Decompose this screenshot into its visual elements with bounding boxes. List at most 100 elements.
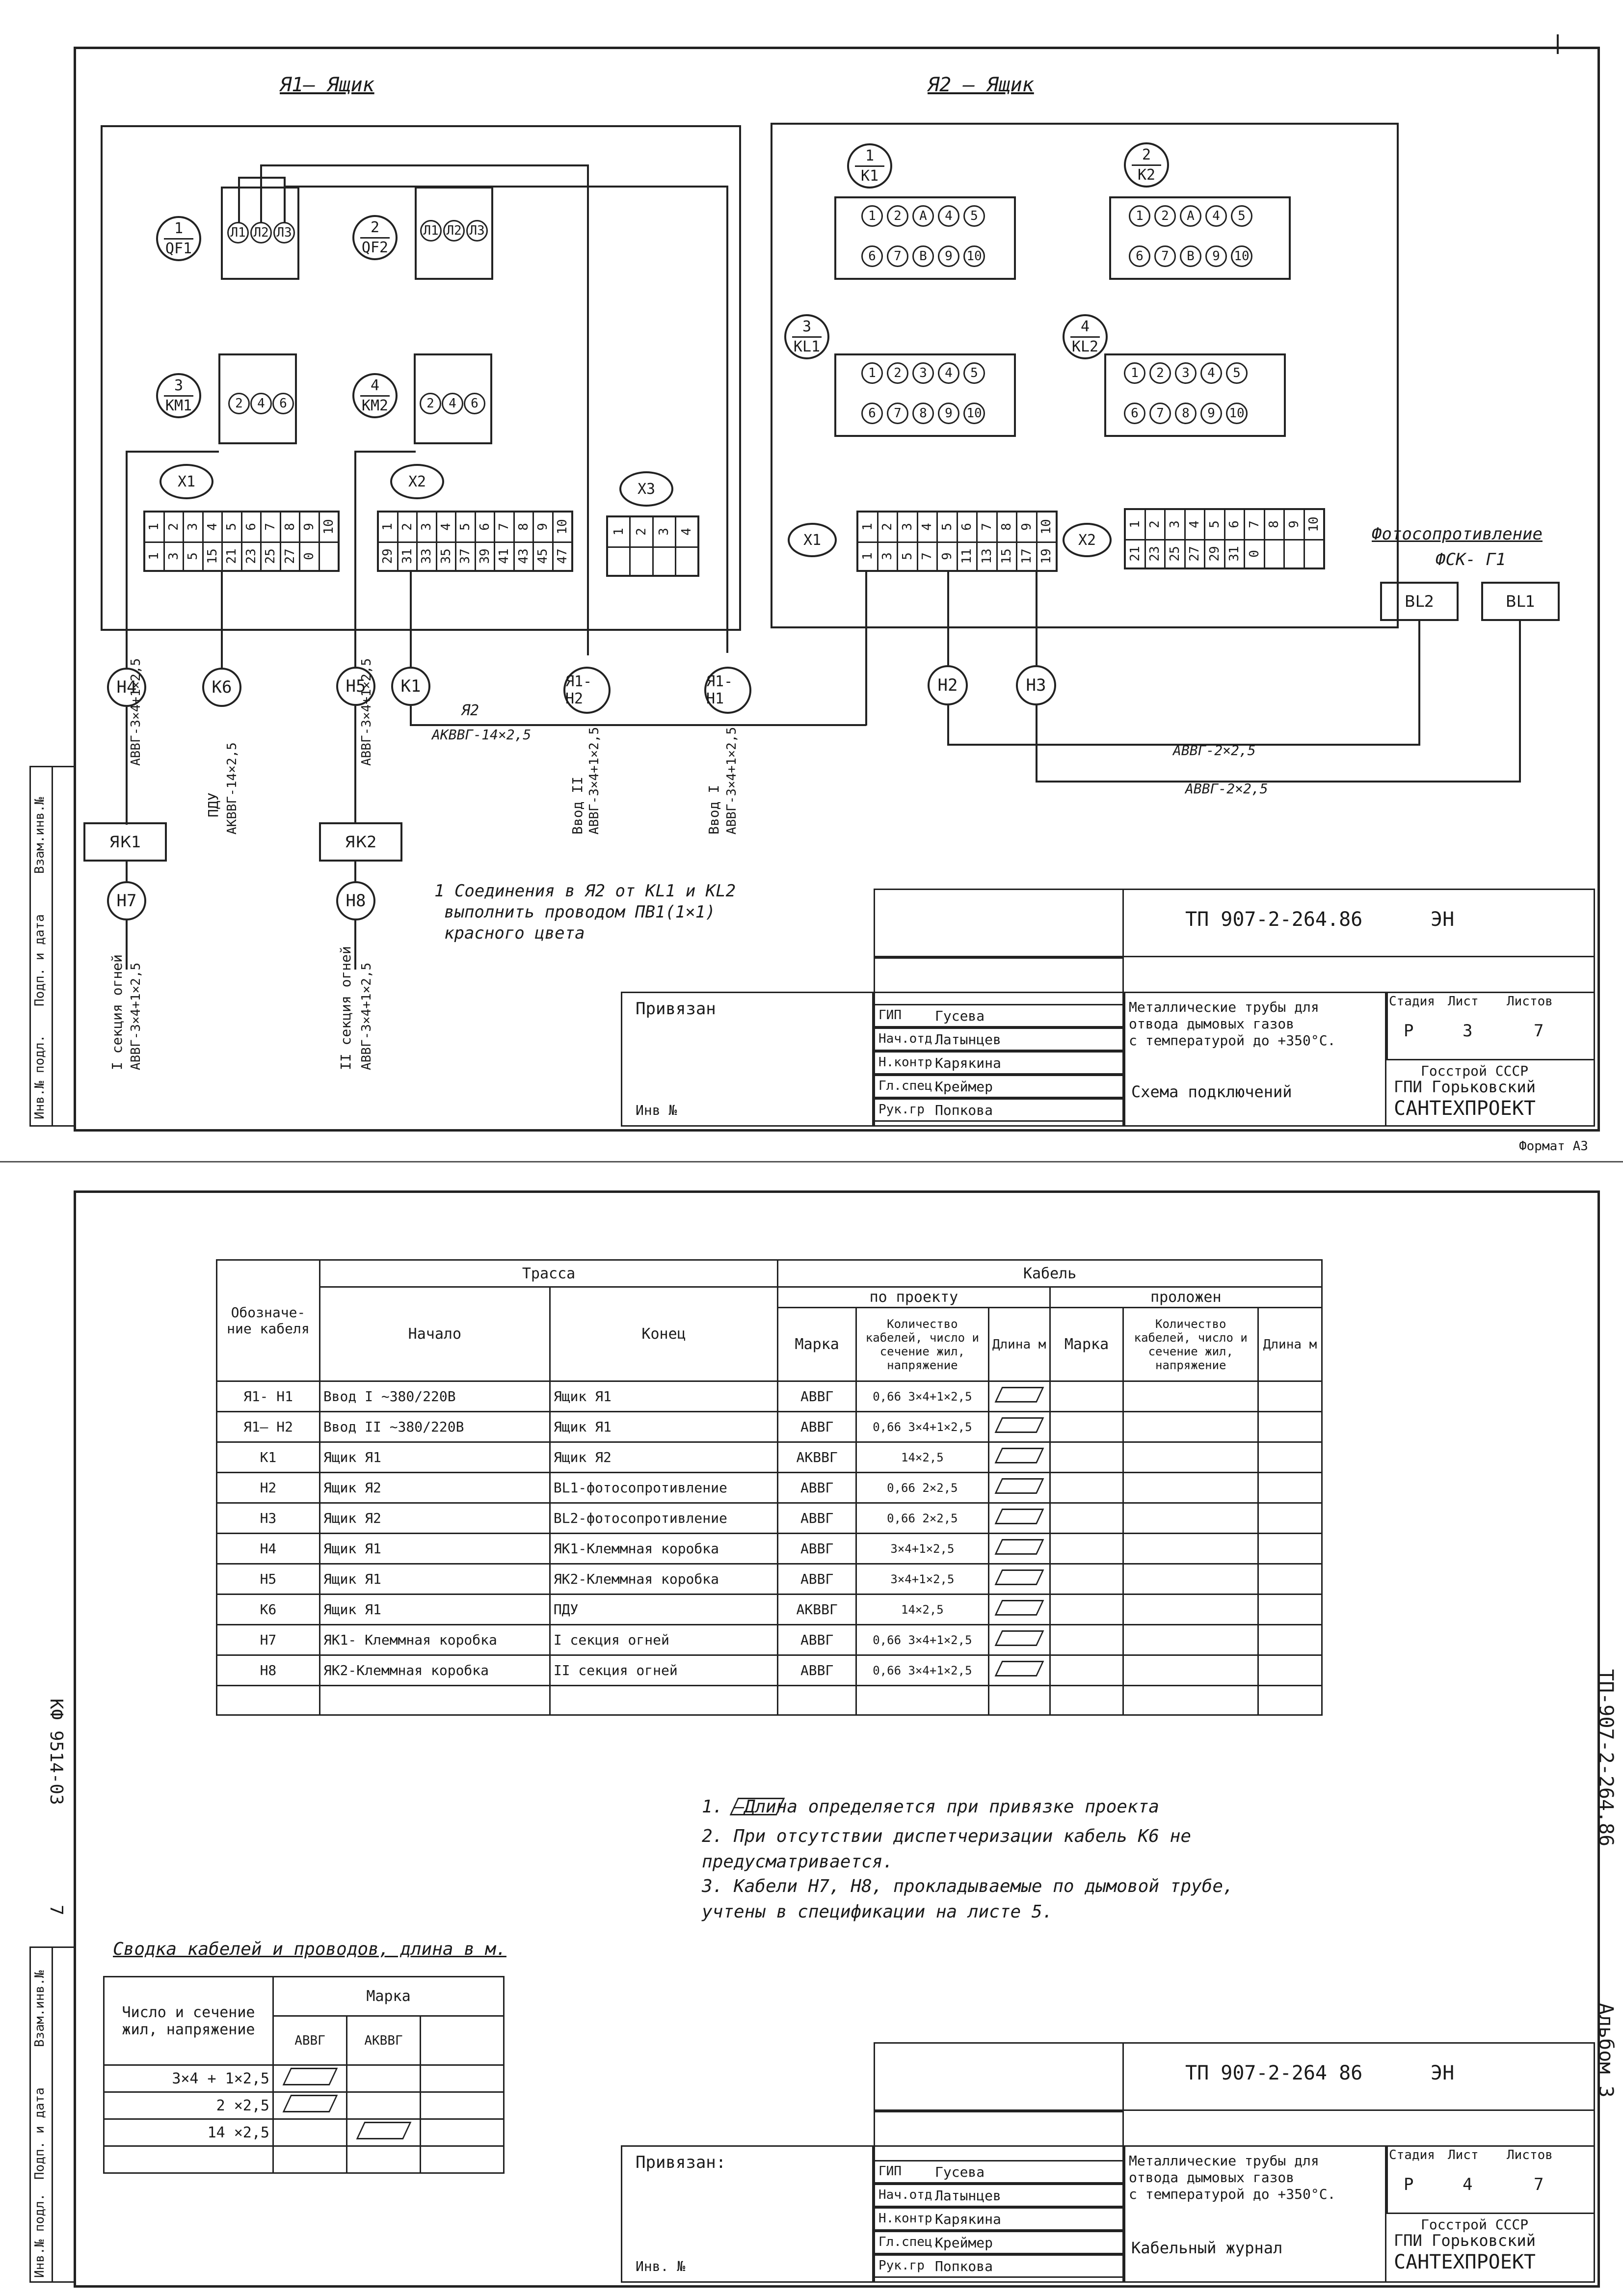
- wire-h2-up: [947, 572, 949, 665]
- terminal-divider: [631, 546, 652, 548]
- terminal-divider: [978, 541, 996, 543]
- summary-cell-4-b: [346, 2145, 421, 2174]
- journal-cell-length: [987, 1502, 1051, 1534]
- terminal-bottom-number: 35: [438, 548, 453, 564]
- sheet-divider: [0, 1161, 1623, 1162]
- wire-h4-top: [126, 451, 219, 453]
- th-length-project: Длина м: [987, 1307, 1051, 1382]
- journal-cell-mark: АВВГ: [777, 1624, 857, 1656]
- journal-cell-end: ПДУ: [549, 1594, 779, 1625]
- journal-cell-length: [987, 1411, 1051, 1443]
- bl2-wire: [1418, 621, 1420, 744]
- stamp-sheets: 7: [1534, 2175, 1544, 2194]
- qf1-pin-l3: Л3: [273, 222, 295, 243]
- wire-h7: [126, 862, 128, 881]
- side-code-left: КФ 9514-03: [46, 1699, 66, 1805]
- terminal-top-number: 2: [399, 523, 415, 531]
- summary-th-mark: Марка: [272, 1976, 505, 2017]
- journal-cell-mark: АКВВГ: [777, 1441, 857, 1473]
- terminal-bottom-number: 39: [477, 548, 492, 564]
- terminal-top-number: 6: [477, 523, 492, 531]
- cable-h5-spec: АВВГ-3×4+1×2,5: [359, 658, 374, 766]
- relay-pin: 9: [938, 403, 959, 424]
- h3-spec: АВВГ-2×2,5: [1185, 781, 1268, 797]
- photo-resistor-model: ФСК- Г1: [1436, 550, 1506, 569]
- stamp-stage-head: Стадия: [1389, 2148, 1435, 2162]
- terminal-top-number: 10: [555, 519, 570, 535]
- qf1-top-bus-v1: [238, 177, 240, 223]
- cable-ya1-h1: Я1-H1: [704, 667, 751, 714]
- journal-cell-id: K6: [216, 1594, 320, 1625]
- journal-cell-end: ЯК2-Клеммная коробка: [549, 1563, 779, 1595]
- th-qty-project: Количество кабелей, число и сечение жил,…: [855, 1307, 989, 1382]
- terminal-divider: [676, 546, 697, 548]
- km1-pin-2: 2: [228, 393, 250, 414]
- journal-cell-mark: АВВГ: [777, 1563, 857, 1595]
- stamp-role-row: [874, 2207, 1124, 2231]
- stamp-org3: САНТЕХПРОЕКТ: [1394, 1097, 1536, 1120]
- terminal-divider: [1225, 539, 1244, 540]
- k2-relay-body: [1109, 196, 1291, 280]
- th-designation: Обозначе-ние кабеля: [216, 1259, 320, 1382]
- terminal-top-number: 8: [1267, 520, 1282, 528]
- relay-pin: A: [912, 205, 934, 227]
- journal-row-empty: [216, 1685, 1323, 1716]
- terminal-top-number: 4: [920, 523, 935, 531]
- stamp-name: Латынцев: [935, 2188, 1001, 2204]
- terminal-cell: 3: [653, 517, 676, 575]
- terminal-divider: [997, 541, 1016, 543]
- wire-h4-down: [126, 707, 128, 825]
- journal-cell-id: Я1- H1: [216, 1380, 320, 1412]
- sheet-2-frame: [74, 1190, 1600, 2288]
- terminal-top-number: 7: [497, 523, 512, 531]
- summary-row-1: 3×4 + 1×2,5: [103, 2064, 274, 2093]
- stamp-sheet: 3: [1463, 1021, 1473, 1041]
- km2-pin-2: 2: [420, 393, 441, 414]
- length-placeholder: [994, 1599, 1044, 1616]
- relay-pin: 6: [1129, 245, 1150, 267]
- relay-pin: 2: [887, 205, 908, 227]
- ya1-x2-label: X2: [390, 464, 444, 499]
- length-placeholder: [994, 1386, 1044, 1403]
- terminal-bottom-number: 29: [1207, 546, 1222, 562]
- journal-cell-laid: [1122, 1654, 1259, 1686]
- stamp-name: Попкова: [935, 1102, 993, 1118]
- journal-cell-laid: [1257, 1594, 1323, 1625]
- relay-pin: 9: [1205, 245, 1227, 267]
- side-strip-1-line: [52, 766, 53, 1127]
- stamp-project-line: отвода дымовых газов: [1129, 1016, 1295, 1032]
- relay-pin: 9: [938, 245, 959, 267]
- relay-pin: 10: [963, 403, 985, 424]
- journal-cell-qty: 0,66 3×4+1×2,5: [855, 1624, 989, 1656]
- terminal-divider: [1265, 539, 1283, 540]
- terminal-divider: [653, 546, 675, 548]
- terminal-cell: 10: [1304, 510, 1323, 567]
- qf2-link-down: [587, 164, 589, 655]
- cable-ya1-h2-label: Ввод II: [569, 776, 585, 835]
- sheet2-note-2: 2. При отсутствии диспетчеризации кабель…: [702, 1826, 1191, 1846]
- summary-row-3: 14 ×2,5: [103, 2118, 274, 2147]
- terminal-bottom-number: 5: [186, 552, 201, 560]
- journal-cell-laid: [1257, 1441, 1323, 1473]
- journal-cell-start: ЯК2-Клеммная коробка: [319, 1654, 551, 1686]
- terminal-bottom-number: 21: [1127, 546, 1143, 562]
- cable-h3: H3: [1016, 665, 1056, 705]
- qf1-link-vert: [726, 187, 728, 653]
- terminal-cell: 6 39: [476, 513, 495, 570]
- terminal-top-number: 5: [458, 523, 473, 531]
- terminal-divider: [1205, 539, 1224, 540]
- summary-cell-2-avvg: [272, 2091, 347, 2120]
- relay-pin: 8: [912, 403, 934, 424]
- terminal-top-number: 2: [166, 523, 181, 531]
- sheet2-note-3: 3. Кабели H7, H8, прокладываемые по дымо…: [702, 1876, 1234, 1896]
- journal-cell-empty: [1122, 1685, 1259, 1716]
- yk2-label: ЯК2: [345, 833, 377, 851]
